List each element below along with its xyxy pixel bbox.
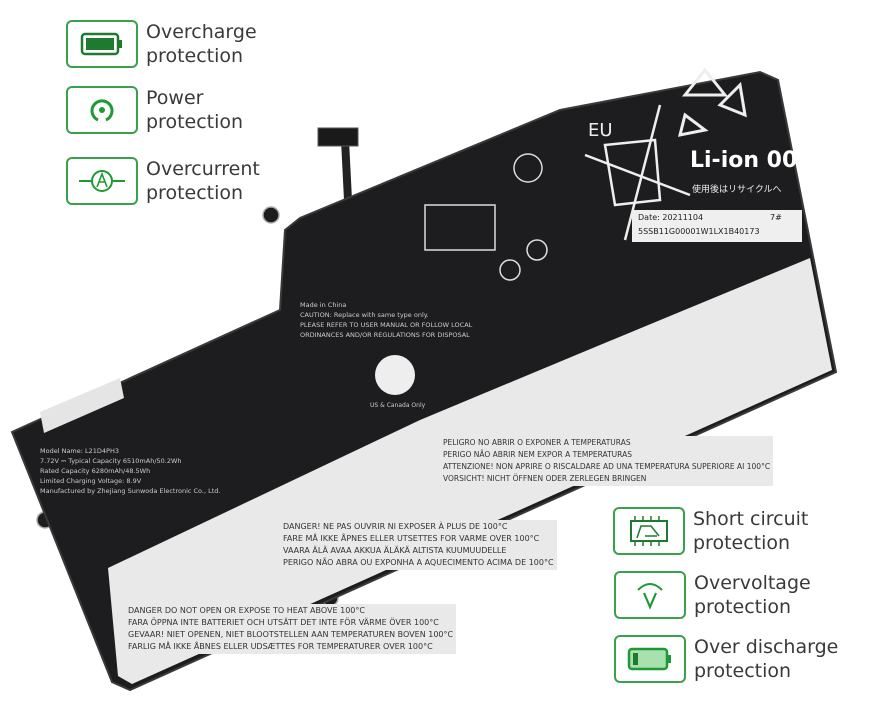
mount-tab: [262, 206, 280, 224]
warning-block-2: DANGER! NE PAS OUVRIR NI EXPOSER À PLUS …: [280, 520, 557, 570]
warning-text: GEVAAR! NIET OPENEN, NIET BLOOTSTELLEN A…: [128, 630, 454, 639]
warning-text: ATTENZIONE! NON APRIRE O RISCALDARE AD U…: [443, 462, 771, 471]
full-battery-icon: [66, 20, 138, 68]
feature-title: Overcharge: [146, 21, 257, 43]
warning-block-1: DANGER DO NOT OPEN OR EXPOSE TO HEAT ABO…: [125, 604, 457, 654]
caution-text: PLEASE REFER TO USER MANUAL OR FOLLOW LO…: [300, 321, 473, 329]
low-battery-icon: [614, 635, 686, 683]
feature-title: Overcurrent: [146, 158, 260, 180]
caution-block: Made in China CAUTION: Replace with same…: [300, 300, 472, 340]
spec-block: Model Name: L21D4PH3 7.72V ⎓ Typical Cap…: [40, 446, 220, 496]
recycle-jp-text: 使用後はリサイクルへ: [692, 185, 782, 195]
feature-subtitle: protection: [693, 532, 791, 554]
serial-text: 5SSB11G00001W1LX1B40173: [638, 227, 760, 236]
feature-subtitle: protection: [146, 182, 244, 204]
warning-block-3: PELIGRO NO ABRIR O EXPONER A TEMPERATURA…: [440, 436, 774, 486]
warning-text: PERIGO NÃO ABRIR NEM EXPOR A TEMPERATURA…: [443, 450, 632, 459]
feature-title: Short circuit: [693, 508, 809, 530]
warning-text: PERIGO NÃO ABRA OU EXPONHA A AQUECIMENTO…: [283, 558, 554, 567]
spec-text: Limited Charging Voltage: 8.9V: [40, 477, 142, 485]
warning-text: DANGER DO NOT OPEN OR EXPOSE TO HEAT ABO…: [128, 606, 365, 615]
battery-connector: [317, 127, 359, 147]
certification-marks: [424, 153, 548, 281]
feature-title: Over discharge: [694, 636, 839, 658]
warning-text: VAARA ÄLÄ AVAA AKKUA ÄLÄKÄ ALTISTA KUUMU…: [283, 546, 507, 555]
feature-subtitle: protection: [694, 596, 792, 618]
feature-subtitle: protection: [146, 45, 244, 67]
spec-text: 7.72V ⎓ Typical Capacity 6510mAh/50.2Wh: [40, 457, 182, 465]
crossed-bin-icon: [584, 104, 691, 241]
logo-sticker: [40, 378, 124, 433]
made-in-text: Made in China: [300, 301, 347, 309]
date-text: Date: 20211104: [638, 213, 704, 222]
maker-text: Manufactured by Zhejiang Sunwoda Electro…: [40, 487, 221, 495]
warning-text: FARA ÖPPNA INTE BATTERIET OCH UTSÄTT DET…: [128, 618, 439, 627]
recycle-icon: [677, 67, 747, 137]
us-canada-text: US & Canada Only: [370, 402, 426, 409]
warning-text: VORSICHT! NICHT ÖFFNEN ODER ZERLEGEN BRI…: [443, 474, 647, 483]
recycle-seal: [375, 355, 415, 395]
caution-text: ORDINANCES AND/OR REGULATIONS FOR DISPOS…: [300, 331, 470, 339]
warning-text: PELIGRO NO ABRIR O EXPONER A TEMPERATURA…: [443, 438, 631, 447]
circuit-board-icon: [613, 507, 685, 555]
ammeter-icon: [66, 157, 138, 205]
feature-title: Overvoltage: [694, 572, 811, 594]
model-text: Model Name: L21D4PH3: [40, 447, 119, 455]
spec-text: Rated Capacity 6280mAh/48.5Wh: [40, 467, 151, 475]
feature-subtitle: protection: [146, 111, 244, 133]
eu-label: EU: [588, 120, 613, 141]
caution-text: CAUTION: Replace with same type only.: [300, 311, 429, 319]
power-icon: [66, 86, 138, 134]
voltage-icon: [614, 571, 686, 619]
warning-text: FARLIG MÅ IKKE ÅBNES ELLER UDSÆTTES FOR …: [128, 642, 433, 651]
feature-title: Power: [146, 87, 204, 109]
feature-subtitle: protection: [694, 660, 792, 682]
warning-text: FARE MÅ IKKE ÅPNES ELLER UTSETTES FOR VA…: [283, 534, 540, 543]
date-label: [632, 210, 802, 242]
code-text: 7#: [770, 213, 782, 222]
warning-text: DANGER! NE PAS OUVRIR NI EXPOSER À PLUS …: [283, 522, 508, 531]
chemistry-label: Li-ion 00: [690, 148, 798, 173]
